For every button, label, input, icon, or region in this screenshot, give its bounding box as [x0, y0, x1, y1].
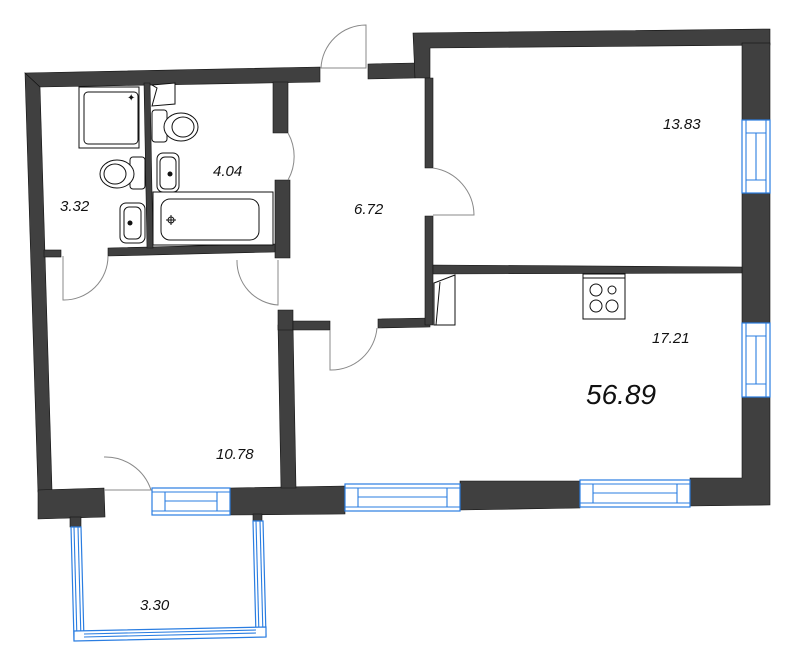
svg-text:✦: ✦ [127, 93, 135, 104]
window-kitchen [741, 322, 771, 398]
sink-small-bath [119, 202, 146, 244]
door-small-bath [62, 255, 109, 301]
balcony-post-right [252, 513, 263, 522]
toilet-large-bath [150, 82, 199, 143]
door-kitchen [329, 327, 378, 371]
wall-left [24, 72, 53, 493]
wall-hall-corner [277, 309, 294, 331]
total-area-label: 56.89 [586, 379, 657, 410]
toilet-small-bath [99, 156, 146, 190]
wall-right-2 [741, 192, 771, 324]
area-label-kitchen-living: 17.21 [652, 330, 690, 347]
area-label-balcony: 3.30 [140, 597, 170, 614]
kitchen-stove [582, 273, 626, 320]
balcony-glazing [70, 520, 267, 642]
wall-bath-divider [143, 82, 154, 249]
wall-right-3 [689, 396, 771, 507]
door-living-hall [236, 259, 279, 306]
wall-bedroom-left-upper [424, 77, 434, 169]
sink-large-bath [156, 152, 180, 193]
wall-bath-right-upper [272, 81, 289, 134]
window-bottom-right [579, 479, 691, 508]
wall-hall-bottom-right [377, 317, 431, 329]
wall-bedroom-left-lower [424, 215, 434, 326]
wall-interior-living [277, 324, 297, 489]
wall-bottom-mid [459, 480, 581, 511]
doors [62, 24, 475, 491]
window-bottom-mid [344, 483, 461, 512]
wall-bath-right-lower [274, 179, 291, 259]
wall-bottom-left [37, 487, 106, 520]
wall-top-right [412, 28, 771, 79]
walls [24, 28, 771, 528]
shower-tray: ✦ [78, 86, 140, 149]
window-balcony-door [151, 487, 231, 516]
window-bedroom [741, 119, 771, 194]
area-label-bathroom-small: 3.32 [60, 198, 90, 215]
area-label-bedroom: 13.83 [663, 116, 701, 133]
wall-bedroom-kitchen [432, 264, 743, 275]
door-entrance [320, 24, 367, 69]
area-label-room-entry: 10.78 [216, 446, 254, 463]
wall-small-bath-stub [43, 249, 62, 258]
wall-bath-bottom [107, 243, 276, 257]
door-bedroom [432, 167, 475, 216]
wall-right-1 [741, 42, 771, 121]
wall-top-hall [367, 62, 416, 80]
windows [70, 119, 771, 642]
door-balcony [103, 456, 152, 491]
balcony-post-left [69, 516, 82, 528]
wall-hall-bottom-left [292, 320, 331, 331]
kitchen-cabinet [433, 274, 456, 326]
wall-bottom-center [229, 485, 346, 516]
door-bathroom [287, 132, 295, 181]
area-label-hallway: 6.72 [354, 201, 384, 218]
fixtures: ✦ [78, 82, 626, 326]
bathtub [152, 191, 274, 246]
area-label-bathroom-large: 4.04 [213, 163, 243, 180]
